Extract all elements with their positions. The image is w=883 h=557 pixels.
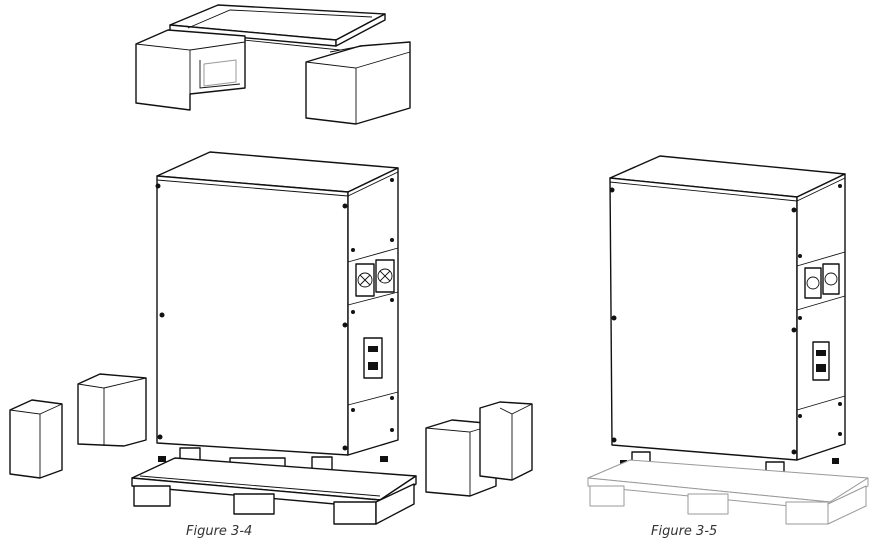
screw-heads (609, 184, 842, 455)
cooling-fan-icon (804, 263, 840, 299)
wooden-pallet (131, 457, 417, 525)
cooling-fan-icon (355, 259, 395, 297)
figure-3-4-illustration (9, 4, 533, 525)
breaker-switch-icon (812, 341, 830, 381)
screw-heads (155, 178, 394, 451)
corner-foam-right (425, 401, 533, 497)
figure-3-5-illustration (587, 155, 869, 525)
wooden-pallet (587, 459, 869, 525)
figure-caption: Figure 3-4 (186, 524, 253, 539)
ups-cabinet (155, 151, 399, 487)
top-cover-foam (135, 4, 411, 125)
corner-foam-left (9, 373, 147, 479)
figure-caption: Figure 3-5 (651, 524, 718, 539)
ups-cabinet (609, 155, 846, 489)
breaker-switch-icon (363, 337, 383, 379)
